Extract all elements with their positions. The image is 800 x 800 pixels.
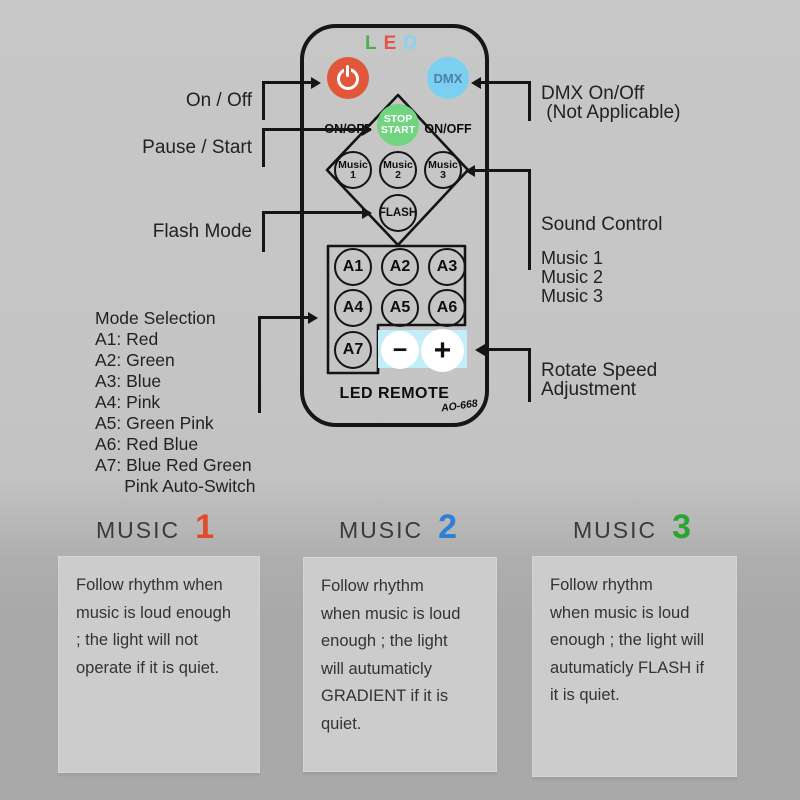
- flash-mode-arrow-icon: [362, 207, 372, 219]
- sound-control-annotation: Sound Control: [541, 214, 663, 235]
- mode-a3-button[interactable]: A3: [428, 248, 466, 286]
- power-button[interactable]: [327, 57, 369, 99]
- mode-selection-callout-line: [258, 316, 310, 319]
- music-1-header: MUSIC 1: [96, 508, 214, 547]
- remote-led-title: LED: [304, 33, 485, 55]
- dmx-arrow-icon: [471, 77, 481, 89]
- speed-minus-button[interactable]: −: [381, 331, 419, 369]
- rotate-speed-callout-bracket: [528, 348, 531, 402]
- pause-start-arrow-icon: [362, 124, 372, 136]
- music-3-button[interactable]: Music 3: [424, 151, 462, 189]
- stop-start-button[interactable]: STOP START: [377, 104, 419, 146]
- music-3-header-number: 3: [672, 508, 692, 546]
- music-1-description: Follow rhythm when music is loud enough …: [76, 576, 232, 677]
- music-2-info-box: Follow rhythm when music is loud enough …: [303, 557, 497, 772]
- mode-selection-arrow-icon: [308, 312, 318, 324]
- led-letter-e: E: [383, 33, 404, 54]
- music-3-info-box: Follow rhythm when music is loud enough …: [532, 556, 737, 777]
- flash-mode-annotation: Flash Mode: [152, 221, 252, 242]
- music-3-header: MUSIC 3: [573, 508, 691, 547]
- led-remote: LED DMX ON/OFF ON/OFF STOP START Music 1…: [300, 24, 489, 427]
- led-letter-d: D: [403, 33, 425, 54]
- music-2-header-label: MUSIC: [338, 517, 424, 543]
- pause-start-annotation: Pause / Start: [142, 137, 252, 158]
- rotate-speed-arrow-icon: [475, 344, 485, 356]
- mode-selection-annotation: Mode Selection A1: Red A2: Green A3: Blu…: [95, 308, 256, 496]
- music-2-button[interactable]: Music 2: [379, 151, 417, 189]
- dmx-annotation: DMX On/Off (Not Applicable): [541, 83, 681, 123]
- music-3-description: Follow rhythm when music is loud enough …: [550, 576, 705, 704]
- flash-mode-callout-line: [262, 211, 364, 214]
- onoff-annotation: On / Off: [185, 90, 252, 111]
- power-icon: [336, 65, 360, 90]
- sound-control-callout-bracket: [528, 169, 531, 270]
- remote-brand-label: LED REMOTE: [339, 385, 450, 402]
- dmx-callout-bracket: [528, 81, 531, 121]
- mode-a7-button[interactable]: A7: [334, 331, 372, 369]
- speed-plus-button[interactable]: +: [421, 329, 464, 372]
- remote-outlines: [325, 93, 470, 375]
- rotate-speed-annotation: Rotate Speed Adjustment: [541, 360, 658, 400]
- mode-a6-button[interactable]: A6: [428, 289, 466, 327]
- music-2-description: Follow rhythm when music is loud enough …: [321, 577, 461, 733]
- music-3-header-label: MUSIC: [572, 517, 658, 543]
- music-1-button[interactable]: Music 1: [334, 151, 372, 189]
- mode-a1-button[interactable]: A1: [334, 248, 372, 286]
- onoff-arrow-icon: [311, 77, 321, 89]
- music-1-info-box: Follow rhythm when music is loud enough …: [58, 556, 260, 773]
- sound-control-callout-line: [474, 169, 531, 172]
- onoff-callout-bracket: [262, 81, 265, 120]
- mode-selection-callout-bracket: [258, 316, 261, 413]
- music-1-header-label: MUSIC: [95, 517, 181, 543]
- music-1-header-number: 1: [195, 508, 215, 546]
- dmx-onoff-label: ON/OFF: [424, 122, 472, 136]
- music-2-header: MUSIC 2: [339, 508, 457, 547]
- flash-button[interactable]: FLASH: [379, 194, 417, 232]
- mode-a5-button[interactable]: A5: [381, 289, 419, 327]
- led-letter-l: L: [364, 33, 384, 54]
- dmx-callout-line: [480, 81, 531, 84]
- pause-start-callout-line: [262, 128, 364, 131]
- flash-mode-callout-bracket: [262, 211, 265, 252]
- rotate-speed-callout-line: [484, 348, 531, 351]
- sound-control-arrow-icon: [465, 165, 475, 177]
- dmx-button[interactable]: DMX: [427, 57, 469, 99]
- mode-a4-button[interactable]: A4: [334, 289, 372, 327]
- music-2-header-number: 2: [438, 508, 458, 546]
- mode-a2-button[interactable]: A2: [381, 248, 419, 286]
- sound-control-items: Music 1 Music 2 Music 3: [541, 248, 604, 306]
- pause-start-callout-bracket: [262, 128, 265, 167]
- onoff-callout-line: [262, 81, 314, 84]
